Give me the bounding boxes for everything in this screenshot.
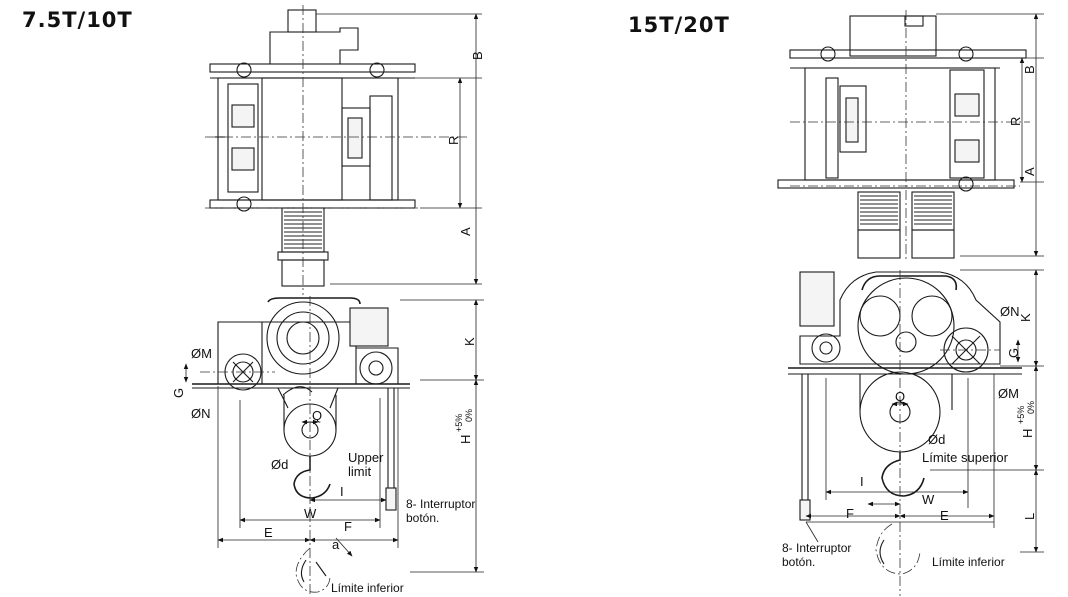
right-front-wheel-left xyxy=(811,333,841,363)
left-upper-limit-line1: Upper xyxy=(348,450,384,465)
dim-W-left: W xyxy=(304,506,317,521)
right-front-drum xyxy=(857,277,955,375)
right-front-hook xyxy=(881,452,925,497)
dim-H-left: H xyxy=(458,435,473,444)
left-front-drum xyxy=(266,301,340,375)
left-upper-limit-line2: limit xyxy=(348,464,371,479)
dim-H-tol-plus-left: +5% xyxy=(454,414,464,432)
dim-F-left: F xyxy=(344,519,352,534)
right-upper-limit: Límite superior xyxy=(922,450,1009,465)
dim-G-right: G xyxy=(1006,348,1021,358)
dim-B-left: B xyxy=(470,51,485,60)
dim-E-left: E xyxy=(264,525,273,540)
right-switch-line1: 8- Interruptor xyxy=(782,541,851,555)
dim-B-right: B xyxy=(1022,65,1037,74)
left-switch-line1: 8- Interruptor xyxy=(406,497,475,511)
dim-phid-left: Ød xyxy=(271,457,288,472)
dim-H-tol-plus-right: +5% xyxy=(1016,406,1026,424)
dim-L-right: L xyxy=(1022,513,1037,520)
dim-I-left: I xyxy=(340,484,344,499)
dim-G-left: G xyxy=(171,388,186,398)
right-lower-limit: Límite inferior xyxy=(932,555,1005,569)
right-top-gearbox xyxy=(849,15,937,57)
right-top-wheel-assy xyxy=(949,69,985,179)
dim-phid-right: Ød xyxy=(928,432,945,447)
left-top-view: B R A xyxy=(205,5,485,295)
left-switch-line2: botón. xyxy=(406,511,439,525)
dim-A-left: A xyxy=(458,227,473,236)
right-front-view: K G H +5% 0% L ØN ØM Q Ød I W F E Límite… xyxy=(782,269,1044,596)
left-front-beam xyxy=(267,297,361,305)
dim-phiM-left: ØM xyxy=(191,346,212,361)
dim-R-left: R xyxy=(446,136,461,145)
left-front-hook xyxy=(293,456,331,499)
dim-K-right: K xyxy=(1018,313,1033,322)
dim-A-right: A xyxy=(1022,167,1037,176)
left-top-motor-cap xyxy=(287,9,317,33)
dim-F-right: F xyxy=(846,506,854,521)
dim-phiN-left: ØN xyxy=(191,406,211,421)
dim-Q-left: Q xyxy=(312,408,322,423)
right-front-beam xyxy=(861,275,958,291)
right-top-view: B R A xyxy=(777,10,1044,262)
dim-a-left: a xyxy=(332,537,340,552)
dim-H-tol-zero-left: 0% xyxy=(464,409,474,422)
dim-H-tol-zero-right: 0% xyxy=(1026,401,1036,414)
dim-Q-right: Q xyxy=(895,389,905,404)
left-top-gearbox xyxy=(269,27,359,65)
dim-phiM-right: ØM xyxy=(998,386,1019,401)
right-top-upper-rail xyxy=(789,49,1027,59)
right-front-motor xyxy=(799,271,835,327)
dim-R-right: R xyxy=(1008,117,1023,126)
left-top-wheel-assy xyxy=(227,83,259,193)
left-front-view: K G H +5% 0% ØM ØN Q Ød I W E F a Upper … xyxy=(171,296,484,596)
dim-H-right: H xyxy=(1020,429,1035,438)
left-top-lower-rail xyxy=(209,199,416,209)
left-front-switch xyxy=(385,487,397,511)
dim-phiN-right: ØN xyxy=(1000,304,1020,319)
right-title: 15T/20T xyxy=(628,13,730,37)
left-front-motor xyxy=(349,307,389,347)
left-title: 7.5T/10T xyxy=(22,8,133,32)
left-front-wheel-right xyxy=(359,351,393,385)
dim-K-left: K xyxy=(462,337,477,346)
dim-I-right: I xyxy=(860,474,864,489)
left-top-upper-rail xyxy=(209,63,416,73)
dim-W-right: W xyxy=(922,492,935,507)
right-switch-line2: botón. xyxy=(782,555,815,569)
dim-E-right: E xyxy=(940,508,949,523)
right-top-lower-rail xyxy=(777,179,1015,189)
left-lower-limit: Límite inferior xyxy=(331,581,404,595)
right-front-switch xyxy=(799,499,811,521)
right-top-frame xyxy=(804,67,996,181)
